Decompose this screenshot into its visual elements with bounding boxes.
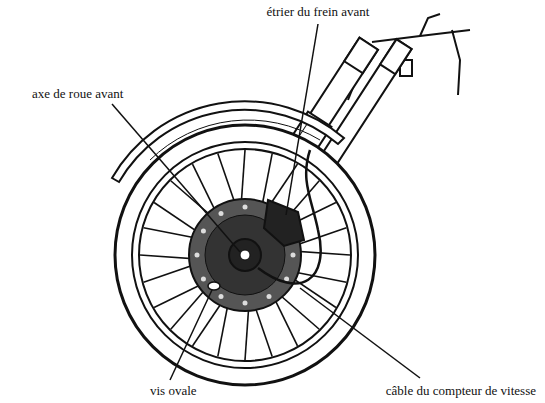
leader-lines [112,24,420,380]
disc-hole [243,301,248,306]
part-label: vis ovale [148,383,199,398]
wheel-axle [240,250,250,260]
disc-hole [291,253,296,258]
part-label: câble du compteur de vitesse [384,383,538,398]
brake-caliper [264,200,304,246]
disc-hole [219,211,224,216]
disc-hole [243,205,248,210]
part-label: axe de roue avant [30,86,125,101]
oval-screw [208,282,220,290]
part-label: étrier du frein avant [265,4,372,19]
disc-hole [267,294,272,299]
speedometer-cable [258,150,321,283]
disc-hole [195,253,200,258]
disc-hole [284,277,289,282]
disc-hole [201,277,206,282]
wheel [115,125,375,385]
disc-hole [201,229,206,234]
disc-hole [219,294,224,299]
